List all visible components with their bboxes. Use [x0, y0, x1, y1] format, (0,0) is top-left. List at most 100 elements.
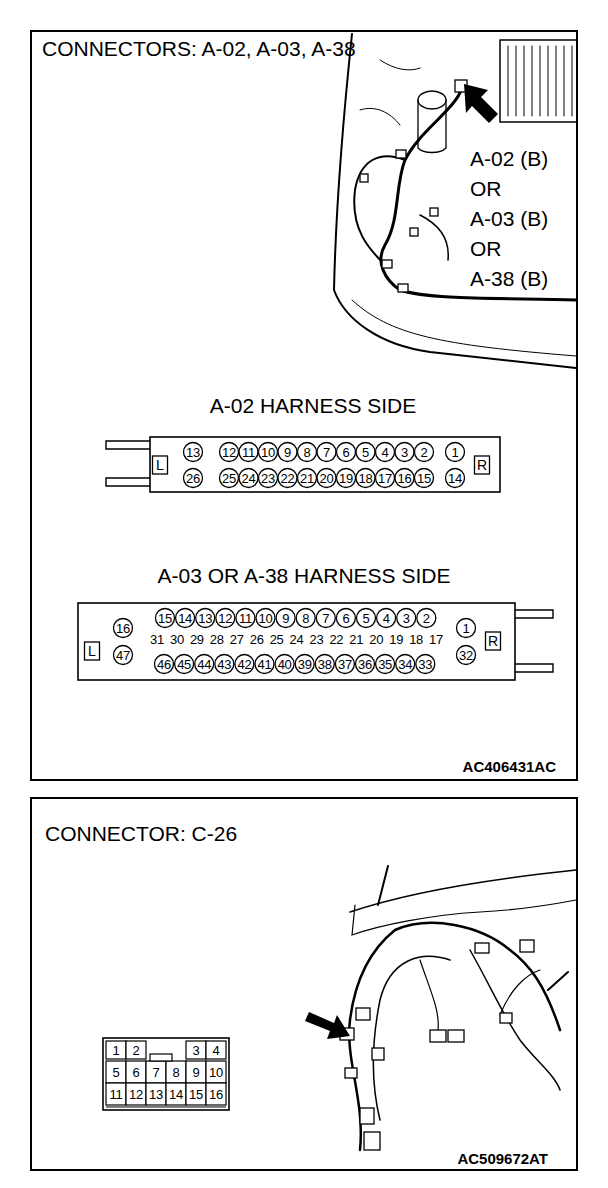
pin-ring [220, 443, 239, 462]
figure-panel: CONNECTORS: A-02, A-03, A-38AC406431ACA-… [30, 30, 578, 781]
connector-face: A-02 HARNESS SIDEL1312111098765432126252… [100, 388, 510, 500]
pin-ring [155, 655, 174, 674]
body-outline [334, 34, 576, 368]
pin-number: 24 [290, 633, 304, 646]
pin-ring [276, 609, 295, 628]
pin-number: 5 [362, 446, 369, 459]
terminal-cell [106, 1061, 126, 1083]
pin-number: 25 [270, 633, 284, 646]
pin-number: 44 [197, 658, 211, 671]
pin-number: 14 [448, 472, 462, 485]
pin-number: 5 [113, 1066, 120, 1079]
pin-number: 43 [217, 658, 231, 671]
pin-number: 4 [383, 612, 390, 625]
terminal-cell [106, 1041, 126, 1059]
pin-ring [195, 655, 214, 674]
pin-number: 18 [409, 633, 423, 646]
pin-ring [298, 469, 317, 488]
pin-number: 9 [282, 612, 289, 625]
pin-number: 14 [178, 612, 192, 625]
pin-number: 16 [116, 622, 130, 635]
pin-ring [295, 655, 314, 674]
connector-block [382, 260, 392, 268]
pin-ring [417, 609, 436, 628]
side-mark-box [85, 642, 100, 660]
pin-number: 6 [342, 612, 349, 625]
pin-number: 26 [186, 472, 200, 485]
harness-connectors [340, 940, 534, 1150]
connector-callout: OR [468, 237, 504, 260]
pin-number: 7 [323, 446, 330, 459]
pin-number: 8 [173, 1066, 180, 1079]
pin-number: 16 [209, 1088, 223, 1101]
pin-ring [416, 655, 435, 674]
pin-ring [239, 443, 258, 462]
connector-body [103, 1038, 229, 1110]
pin-number: 12 [129, 1088, 143, 1101]
pin-number: 21 [349, 633, 363, 646]
pin-number: 19 [339, 472, 353, 485]
pin-number: 11 [242, 446, 255, 459]
terminal-cell [126, 1061, 146, 1083]
pin-ring [377, 609, 396, 628]
pin-ring [215, 655, 234, 674]
housing-lip [106, 1106, 226, 1107]
terminal-cell [206, 1041, 226, 1059]
pin-number: 28 [210, 633, 224, 646]
antenna-wire [378, 866, 568, 990]
pin-number: 9 [193, 1066, 200, 1079]
pin-ring [278, 469, 297, 488]
connector-block [345, 1068, 357, 1078]
pin-number: 10 [261, 446, 275, 459]
connector-block [360, 174, 368, 182]
connector-block [396, 150, 406, 158]
terminal-cell [146, 1083, 166, 1105]
pin-number: 16 [398, 472, 412, 485]
pin-ring [259, 443, 278, 462]
connector-heading: A-03 OR A-38 HARNESS SIDE [158, 565, 451, 586]
terminal-side-mark: L [156, 458, 164, 472]
figure-code: AC509672AT [457, 1151, 548, 1166]
wiring-branch [373, 956, 450, 1120]
pin-ring [446, 443, 465, 462]
pin-number: 34 [398, 658, 412, 671]
pin-ring [298, 443, 317, 462]
fender-line [352, 300, 576, 356]
pin-number: 3 [193, 1044, 200, 1057]
terminal-cell [106, 1083, 126, 1105]
terminal-side-mark: R [477, 458, 487, 472]
pin-ring [239, 469, 258, 488]
engine-compartment [334, 34, 576, 368]
panel-title: CONNECTORS: A-02, A-03, A-38 [42, 38, 356, 59]
pin-number: 17 [429, 633, 443, 646]
locator-arrow [464, 84, 498, 123]
pin-number: 39 [298, 658, 312, 671]
terminal-cell [186, 1061, 206, 1083]
pin-ring [316, 609, 335, 628]
pin-number: 4 [213, 1044, 220, 1057]
pin-ring [315, 655, 334, 674]
connector-body [78, 603, 515, 680]
pin-ring [235, 655, 254, 674]
pin-number: 18 [359, 472, 373, 485]
pin-number: 17 [378, 472, 392, 485]
pin-ring [336, 609, 355, 628]
connector-block [475, 943, 489, 953]
terminal-cell [166, 1083, 186, 1105]
pin-ring [335, 655, 354, 674]
terminal-cell [146, 1061, 166, 1083]
pin-ring [395, 443, 414, 462]
terminal-cell [186, 1083, 206, 1105]
pin-ring [446, 469, 465, 488]
pin-number: 7 [322, 612, 329, 625]
connector-callout: A-03 (B) [468, 207, 550, 230]
pin-number: 45 [177, 658, 191, 671]
pin-number: 22 [281, 472, 295, 485]
pin-number: 23 [261, 472, 275, 485]
pin-ring [317, 469, 336, 488]
pin-ring [114, 646, 133, 665]
pin-number: 15 [417, 472, 431, 485]
pin-ring [357, 609, 376, 628]
terminal-cell [126, 1083, 146, 1105]
